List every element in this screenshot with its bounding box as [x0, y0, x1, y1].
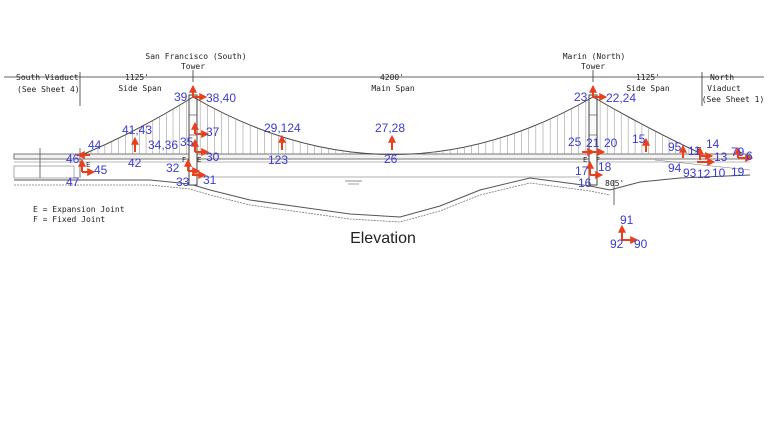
sensor-label: 39 — [174, 90, 188, 104]
main-span-length: 4200' — [380, 73, 404, 82]
sensor-label: 94 — [668, 161, 682, 175]
legend-fixed: F = Fixed Joint — [33, 215, 105, 224]
south-tower-caption: Tower — [181, 62, 205, 71]
sensor-label: 6 — [746, 149, 753, 163]
sensor-label: 11 — [688, 144, 701, 158]
sensor-label: 10 — [712, 166, 726, 180]
sensor-label: 32 — [166, 161, 180, 175]
dimension-line — [4, 70, 764, 106]
sensor-label: 92 — [610, 237, 624, 251]
sensor-label: 123 — [268, 153, 288, 167]
sensor-label: 14 — [706, 137, 720, 151]
sensor-label: 19 — [731, 165, 745, 179]
sensor-label: 45 — [94, 163, 108, 177]
sensor-label: 47 — [66, 175, 80, 189]
sensor-label: 93 — [683, 166, 697, 180]
sensor-label: 95 — [668, 140, 682, 154]
joint-expansion-south-2: E — [197, 156, 201, 164]
joint-fixed-north: F — [596, 156, 600, 164]
sensor-label: 13 — [714, 150, 728, 164]
sensor-label: 15 — [632, 132, 646, 146]
sensor-label: 35 — [180, 135, 194, 149]
joint-expansion-north: E — [583, 156, 587, 164]
side-span-left-name: Side Span — [118, 84, 162, 93]
north-tower-caption: Tower — [581, 62, 605, 71]
sensor-label: 21 — [586, 136, 600, 150]
sensor-label: 23 — [574, 90, 588, 104]
north-viaduct-line1: North — [710, 73, 734, 82]
sensor-label: 34,36 — [148, 138, 178, 152]
sensor-label: 16 — [578, 176, 592, 190]
sensor-label: 29,124 — [264, 121, 301, 135]
sensor-label: 41,43 — [122, 123, 152, 137]
main-span-name: Main Span — [371, 84, 415, 93]
sensor-label: 42 — [128, 156, 142, 170]
side-span-left-length: 1125' — [125, 73, 149, 82]
bridge-deck — [13, 148, 751, 179]
legend-expansion: E = Expansion Joint — [33, 205, 125, 214]
sensor-arrows — [76, 84, 754, 244]
sensor-labels: 39 38,40 23 22,24 41,43 37 29,124 27,28 … — [66, 90, 753, 251]
sensor-label: 18 — [598, 160, 612, 174]
elevation-title: Elevation — [350, 230, 416, 247]
suspender-cables — [90, 101, 696, 155]
side-span-right-name: Side Span — [626, 84, 670, 93]
sensor-label: 25 — [568, 135, 582, 149]
south-viaduct-ref: (See Sheet 4) — [17, 85, 80, 94]
north-viaduct-ref: (See Sheet 1) — [702, 95, 765, 104]
north-viaduct-line2: Viaduct — [707, 84, 741, 93]
sensor-label: 27,28 — [375, 121, 405, 135]
south-tower-name: San Francisco (South) — [145, 52, 246, 61]
north-tower-name: Marin (North) — [563, 52, 626, 61]
sensor-label: 79 — [731, 145, 745, 159]
joint-fixed-south: F — [182, 156, 186, 164]
elevation-mark: 805' — [605, 179, 624, 188]
sensor-label: 30 — [206, 150, 220, 164]
south-viaduct-name: South Viaduct — [16, 73, 79, 82]
sensor-label: 90 — [634, 237, 648, 251]
sensor-label: 20 — [604, 136, 618, 150]
sensor-label: 22,24 — [606, 91, 636, 105]
sensor-label: 46 — [66, 152, 80, 166]
sensor-label: 33 — [176, 175, 190, 189]
sensor-label: 26 — [384, 152, 398, 166]
side-span-right-length: 1125' — [636, 73, 660, 82]
sensor-label: 38,40 — [206, 91, 236, 105]
sensor-label: 12 — [697, 167, 711, 181]
sensor-label: 91 — [620, 213, 634, 227]
sensor-label: 17 — [575, 164, 589, 178]
sensor-label: 37 — [206, 125, 220, 139]
sensor-label: 31 — [203, 173, 217, 187]
ground-profile — [14, 174, 751, 223]
joint-expansion-south: E — [86, 161, 90, 169]
sensor-label: 44 — [88, 138, 102, 152]
